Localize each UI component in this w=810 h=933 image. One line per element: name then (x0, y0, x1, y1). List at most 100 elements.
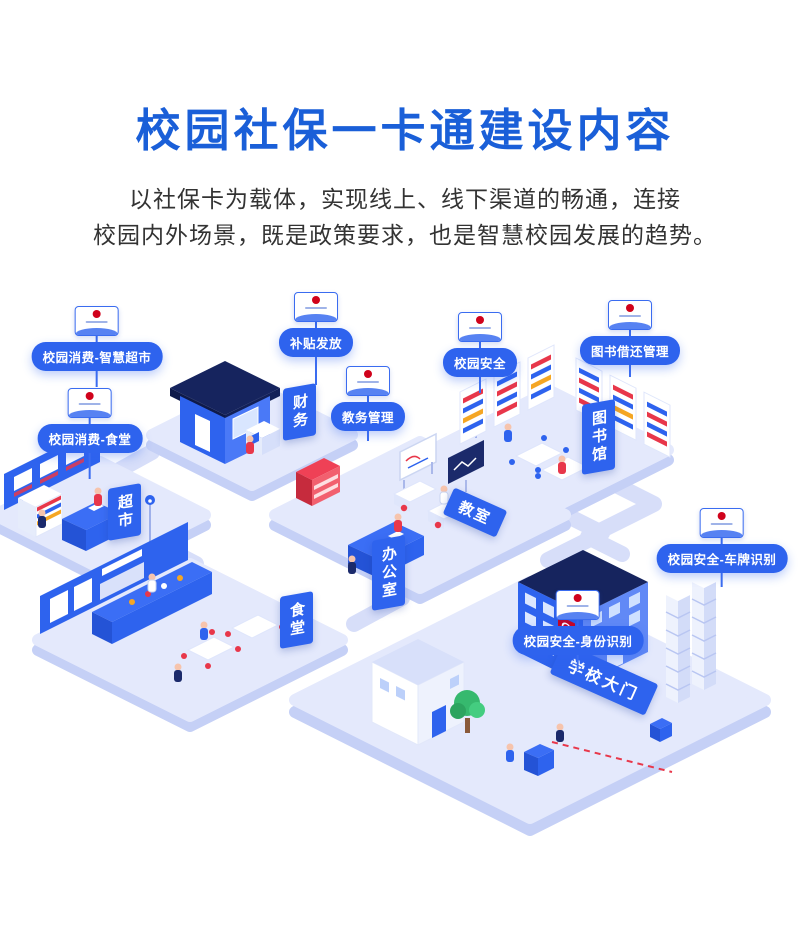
person (504, 423, 512, 442)
area-label-supermarket: 超市 (108, 483, 141, 541)
callout-plate-recognition: 校园安全-车牌识别 (656, 508, 788, 587)
card-text-line (85, 321, 108, 323)
connector-line (314, 322, 317, 328)
social-security-card-icon (607, 300, 652, 330)
bookshelves-right (575, 357, 671, 458)
connector-line (576, 620, 579, 626)
card-emblem (625, 304, 634, 312)
card-emblem (311, 296, 320, 304)
card-text-line (566, 605, 589, 607)
callout-academic-affairs: 教务管理 (330, 366, 406, 441)
social-security-card-icon (699, 508, 744, 538)
card-wave (556, 612, 599, 619)
person (348, 555, 356, 574)
callout-label: 图书借还管理 (579, 336, 681, 365)
page-title: 校园社保一卡通建设内容 (135, 105, 675, 156)
card-text-line (304, 307, 327, 309)
callout-identity-recognition: 校园安全-身份识别 (512, 590, 644, 671)
guard-house (371, 639, 465, 746)
card-wave (700, 530, 743, 537)
library (459, 344, 671, 481)
person (147, 573, 157, 593)
turnstile-kiosk (524, 744, 554, 776)
callout-label: 教务管理 (330, 402, 406, 431)
person (174, 663, 182, 682)
card-wave (294, 314, 337, 321)
person (556, 723, 564, 742)
people (38, 423, 566, 762)
card-emblem (573, 594, 582, 602)
callout-library-management: 图书借还管理 (579, 300, 681, 377)
social-security-card-icon (555, 590, 600, 620)
gate-pillars (665, 576, 717, 703)
person (246, 435, 254, 454)
connector-line (314, 357, 317, 385)
person (558, 455, 566, 474)
person (394, 513, 402, 532)
intro-line-2: 校园内外场景，既是政策要求，也是智慧校园发展的趋势。 (93, 222, 717, 248)
callout-label: 校园安全 (442, 348, 518, 377)
card-emblem (85, 392, 94, 400)
card-emblem (475, 316, 484, 324)
callout-canteen-payment: 校园消费-食堂 (37, 388, 143, 479)
card-text-line (78, 403, 101, 405)
connector-line (95, 336, 98, 342)
connector-line (88, 453, 91, 479)
card-text-line (618, 315, 641, 317)
card-wave (75, 328, 118, 335)
card-wave (346, 388, 389, 395)
callout-subsidy: 补贴发放 (278, 292, 354, 385)
turnstile-kiosk (650, 718, 672, 742)
classroom-screen (448, 440, 484, 492)
connector-line (628, 365, 631, 377)
dashed-entry-line (551, 741, 673, 773)
social-security-card-icon (67, 388, 112, 418)
person (506, 743, 514, 762)
callout-label: 补贴发放 (278, 328, 354, 357)
connector-line (576, 655, 579, 671)
card-emblem (363, 370, 372, 378)
callout-label: 校园消费-食堂 (37, 424, 143, 453)
callout-campus-security: 校园安全 (442, 312, 518, 393)
callout-label: 校园安全-车牌识别 (656, 544, 788, 573)
area-label-office: 办公室 (372, 535, 405, 611)
card-wave (458, 334, 501, 341)
card-emblem (717, 512, 726, 520)
card-text-line (710, 523, 733, 525)
social-security-card-icon (457, 312, 502, 342)
canteen (40, 522, 285, 669)
social-security-card-icon (74, 306, 119, 336)
connector-line (478, 377, 481, 393)
card-wave (608, 322, 651, 329)
connector-line (720, 573, 723, 587)
card-emblem (92, 310, 101, 318)
person (200, 621, 208, 640)
callout-smart-supermarket: 校园消费-智慧超市 (31, 306, 163, 387)
kitchen-appliances (50, 548, 144, 623)
person (439, 485, 449, 505)
tree-icon (450, 690, 485, 733)
dining-tables (181, 614, 285, 669)
card-text-line (356, 381, 379, 383)
bookshelves-left (459, 344, 555, 445)
connector-line (366, 431, 369, 441)
connector-line (720, 538, 723, 544)
red-shelf (296, 458, 340, 506)
person (38, 509, 46, 528)
callout-label: 校园安全-身份识别 (512, 626, 644, 655)
callout-label: 校园消费-智慧超市 (31, 342, 163, 371)
camera-icon (145, 495, 155, 546)
social-security-card-icon (345, 366, 390, 396)
connector-line (366, 396, 369, 402)
card-text-line (468, 327, 491, 329)
connector-line (88, 418, 91, 424)
connector-line (478, 342, 481, 348)
area-label-library: 图书馆 (582, 399, 615, 475)
card-wave (68, 410, 111, 417)
social-security-card-icon (293, 292, 338, 322)
intro-line-1: 以社保卡为载体，实现线上、线下渠道的畅通，连接 (129, 186, 681, 212)
connector-line (95, 371, 98, 387)
area-label-canteen: 食堂 (280, 591, 313, 649)
